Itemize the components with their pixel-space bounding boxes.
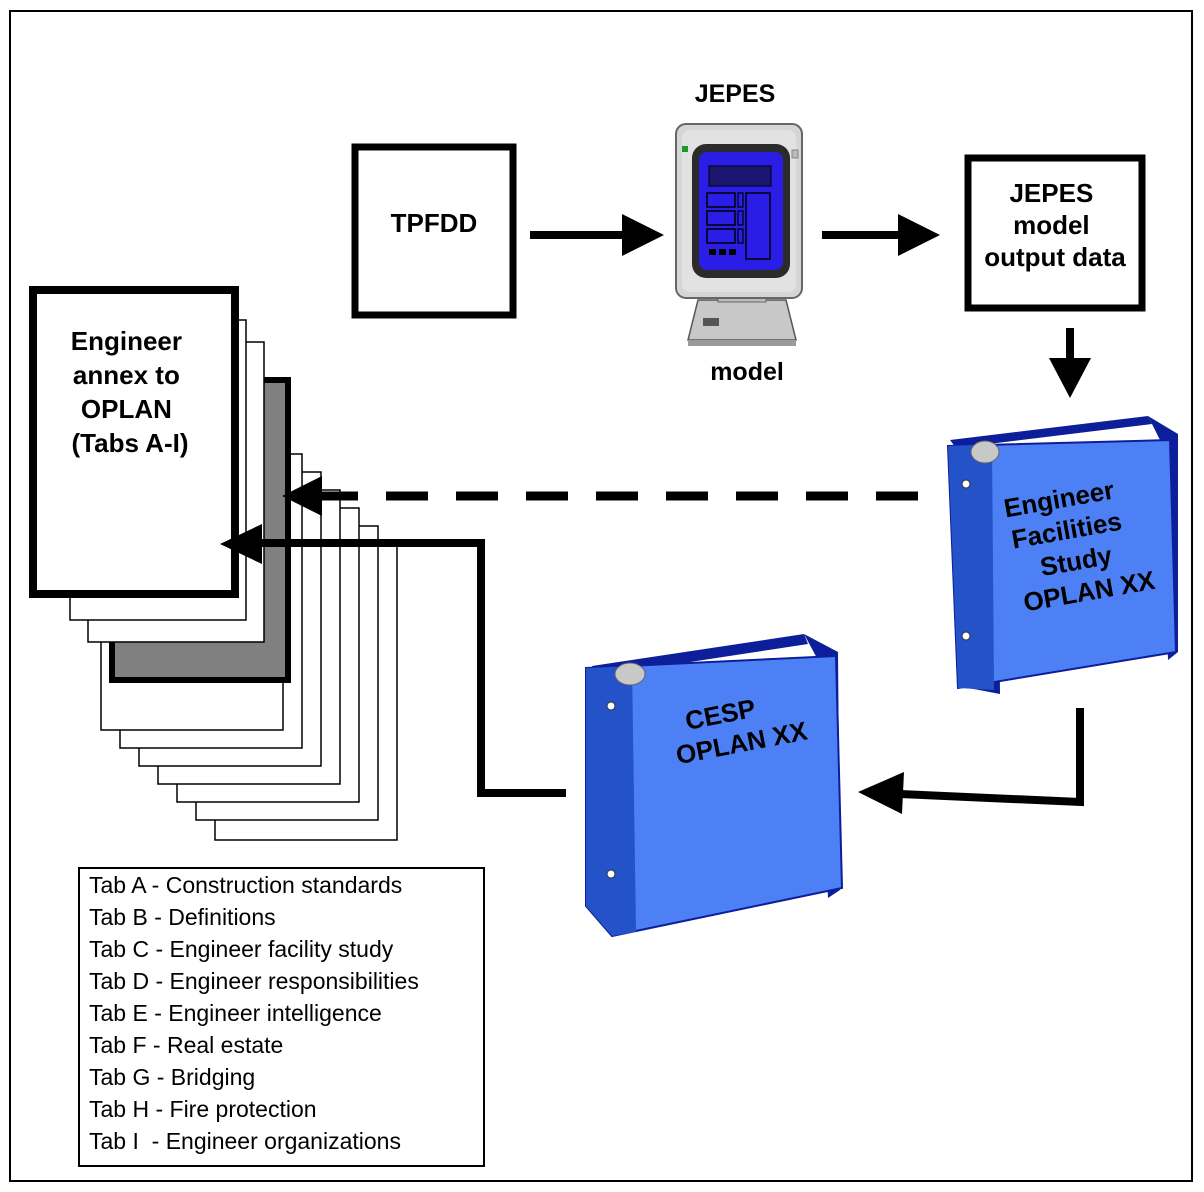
tpfdd-box: TPFDD xyxy=(351,143,517,319)
dashed-arrow-facilities-to-annex xyxy=(282,476,918,516)
computer-monitor-icon xyxy=(675,123,803,346)
arrow-tpfdd-to-jepes xyxy=(530,214,664,256)
legend-item: Tab C - Engineer facility study xyxy=(89,936,394,962)
legend-item: Tab E - Engineer intelligence xyxy=(89,1000,382,1026)
tabs-legend: Tab A - Construction standards Tab B - D… xyxy=(78,867,485,1167)
cesp-binder: CESP OPLAN XX xyxy=(585,634,844,938)
annex-title: Engineer annex to OPLAN (Tabs A-I) xyxy=(71,326,189,458)
arrow-facilities-to-cesp xyxy=(858,708,1084,814)
arrow-output-to-facilities xyxy=(1049,328,1091,398)
arrow-cesp-to-annex xyxy=(220,524,566,797)
legend-item: Tab D - Engineer responsibilities xyxy=(89,968,419,994)
annex-page-stack: Engineer annex to OPLAN (Tabs A-I) xyxy=(29,286,398,841)
facilities-study-binder: Engineer Facilities Study OPLAN XX xyxy=(946,416,1178,694)
legend-item: Tab F - Real estate xyxy=(89,1032,283,1058)
jepes-output-label: JEPES model output data xyxy=(984,178,1126,272)
jepes-label: JEPES xyxy=(695,80,776,108)
arrow-jepes-to-output xyxy=(822,214,940,256)
tpfdd-label: TPFDD xyxy=(391,208,478,238)
legend-item: Tab H - Fire protection xyxy=(89,1096,317,1122)
model-label: model xyxy=(710,358,784,386)
legend-item: Tab I - Engineer organizations xyxy=(89,1128,401,1154)
legend-item: Tab G - Bridging xyxy=(89,1064,255,1090)
legend-item: Tab B - Definitions xyxy=(89,904,276,930)
legend-item: Tab A - Construction standards xyxy=(89,872,402,898)
jepes-output-box: JEPES model output data xyxy=(964,154,1146,312)
annex-front-page xyxy=(29,286,239,598)
